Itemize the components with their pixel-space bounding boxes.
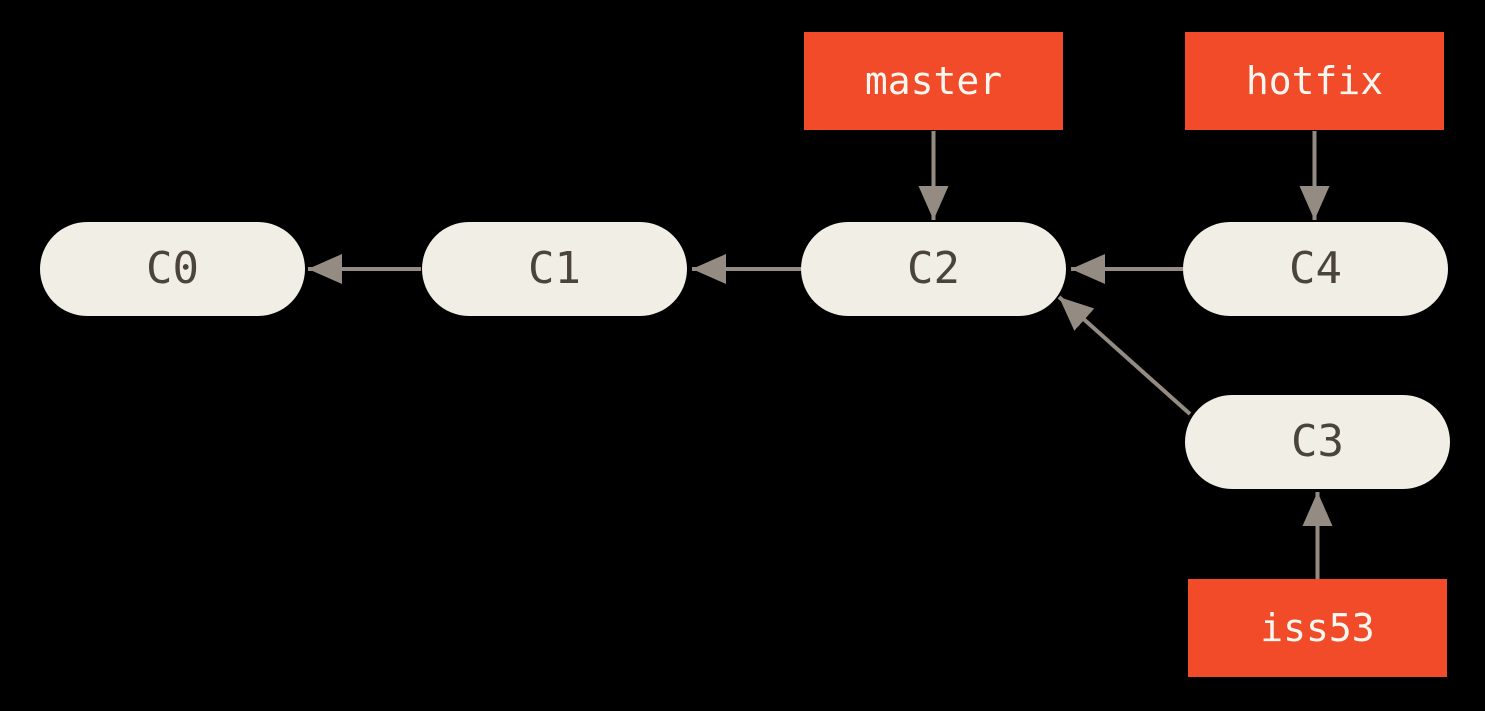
commit-label-c2: C2 [907, 243, 960, 294]
commit-node-c4: C4 [1183, 222, 1448, 316]
commit-label-c3: C3 [1291, 416, 1344, 467]
branch-label-iss53: iss53 [1188, 579, 1447, 677]
commit-node-c1: C1 [422, 222, 687, 316]
commit-node-c0: C0 [40, 222, 305, 316]
commit-node-c2: C2 [801, 222, 1066, 316]
branch-label-master: master [804, 32, 1063, 130]
commit-label-c4: C4 [1289, 243, 1342, 294]
branch-label-hotfix: hotfix [1185, 32, 1444, 130]
commit-node-c3: C3 [1185, 395, 1450, 489]
commit-label-c1: C1 [528, 243, 581, 294]
branch-name-iss53: iss53 [1260, 606, 1375, 650]
branch-name-hotfix: hotfix [1245, 59, 1384, 103]
branch-name-master: master [864, 59, 1003, 103]
commit-label-c0: C0 [146, 243, 199, 294]
edge-c3-to-c2-arrow [1057, 295, 1192, 416]
